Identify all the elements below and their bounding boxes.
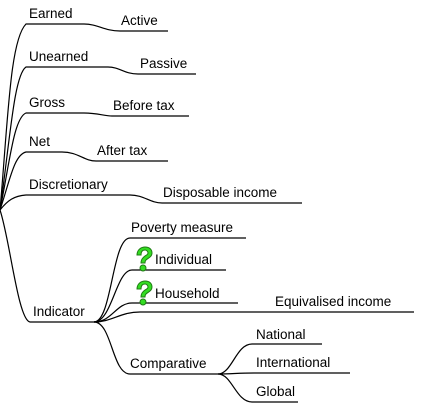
node-before-tax: Before tax <box>113 98 175 113</box>
branch-earned-active <box>83 23 168 32</box>
node-unearned: Unearned <box>29 49 89 64</box>
node-poverty-measure: Poverty measure <box>131 220 234 235</box>
question-mark-icon <box>136 246 153 272</box>
node-active: Active <box>121 13 158 28</box>
branch-gross-beforetax <box>83 112 189 117</box>
branch-root-earned <box>0 23 84 211</box>
node-international: International <box>256 355 331 370</box>
node-passive: Passive <box>140 56 188 71</box>
branch-discretionary-disposable <box>129 194 302 204</box>
branch-indicator-equivalised <box>93 311 414 323</box>
branch-root-net <box>0 151 62 211</box>
branch-comparative-global <box>217 373 298 403</box>
question-mark-icon <box>136 280 153 306</box>
branch-indicator-poverty <box>93 237 246 323</box>
node-indicator: Indicator <box>33 304 85 319</box>
branch-root-gross <box>0 112 84 211</box>
node-individual: Individual <box>155 252 213 267</box>
node-earned: Earned <box>29 6 73 21</box>
branch-indicator-comparative <box>93 321 218 375</box>
branch-net-aftertax <box>61 151 168 162</box>
node-disposable-income: Disposable income <box>163 185 278 200</box>
node-national: National <box>256 327 306 342</box>
node-equivalised-income: Equivalised income <box>275 294 392 309</box>
node-gross: Gross <box>29 95 66 110</box>
branch-root-unearned <box>0 66 108 211</box>
node-discretionary: Discretionary <box>29 177 108 192</box>
branch-root-discretionary <box>0 194 130 211</box>
branch-unearned-passive <box>107 66 196 75</box>
branch-comparative-national <box>217 343 322 375</box>
node-net: Net <box>29 134 51 149</box>
node-household: Household <box>155 286 220 301</box>
branch-indicator-individual <box>93 269 226 323</box>
node-global: Global <box>256 384 296 399</box>
branch-comparative-international <box>217 372 350 375</box>
branch-root-indicator <box>0 209 94 323</box>
node-comparative: Comparative <box>130 356 207 371</box>
node-after-tax: After tax <box>97 143 148 158</box>
